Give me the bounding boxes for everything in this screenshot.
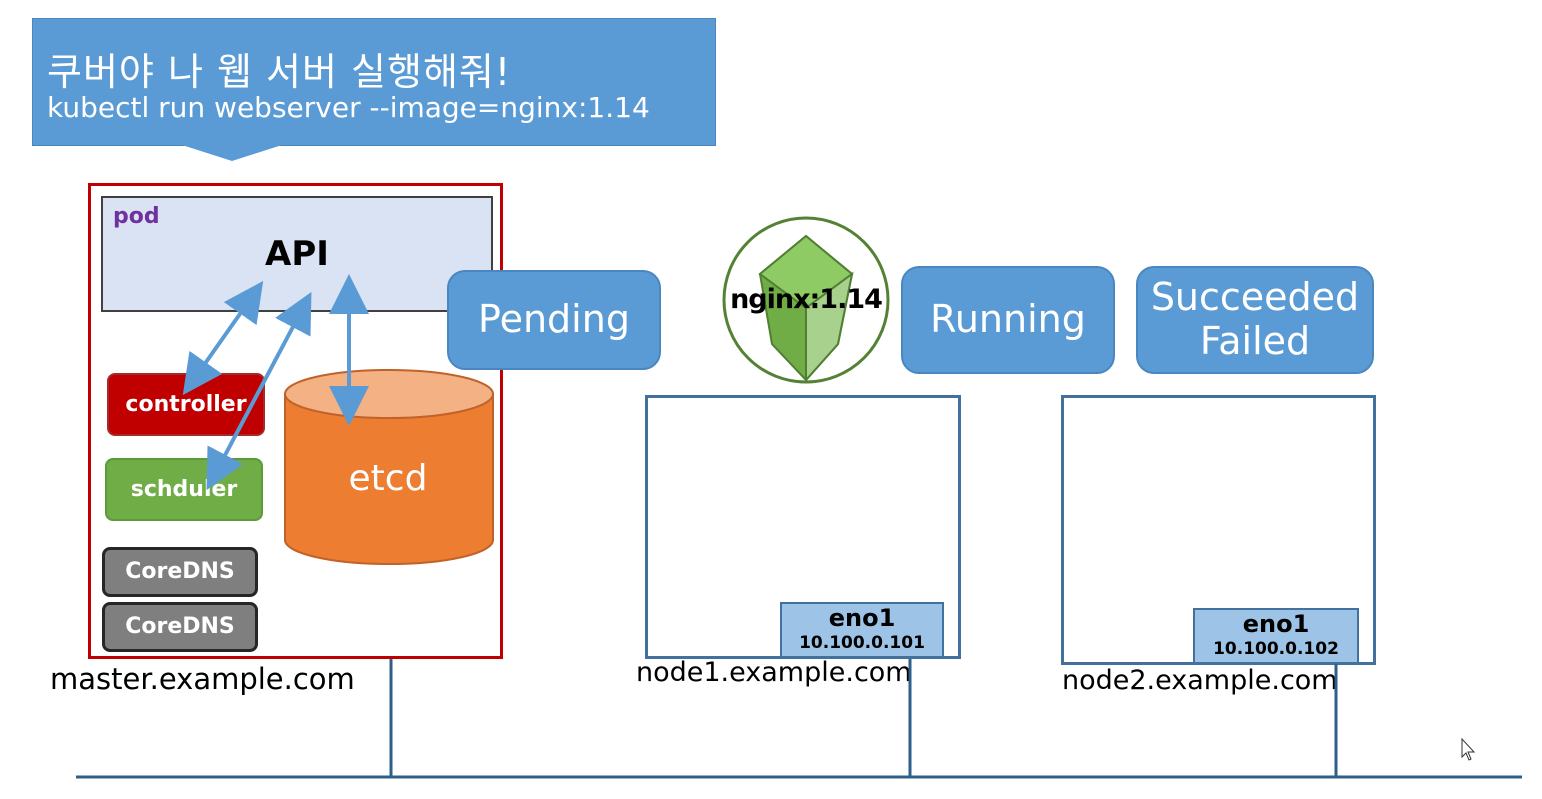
callout-tail	[182, 145, 282, 161]
node1-hostname: node1.example.com	[636, 657, 912, 688]
callout-title: 쿠버야 나 웹 서버 실행해줘!	[47, 50, 512, 94]
api-scheduler-arrow	[206, 291, 312, 491]
api-label: API	[265, 234, 329, 274]
nginx-label: nginx:1.14	[730, 284, 883, 315]
coredns-box: CoreDNS	[102, 547, 258, 597]
master-hostname: master.example.com	[50, 662, 355, 696]
network-interface: eno1 10.100.0.101	[780, 602, 944, 658]
state-succeeded-label: Succeeded	[1150, 275, 1360, 320]
state-succeeded-failed: Succeeded Failed	[1136, 266, 1374, 374]
api-controller-arrow	[182, 280, 264, 396]
etcd-label: etcd	[348, 458, 428, 499]
state-pending: Pending	[447, 270, 661, 370]
network-interface: eno1 10.100.0.102	[1193, 608, 1359, 664]
pod-label: pod	[113, 204, 160, 229]
nginx-container-icon	[722, 216, 890, 384]
interface-ip: 10.100.0.102	[1213, 639, 1339, 659]
state-pending-label: Pending	[478, 297, 630, 342]
callout-command: kubectl run webserver --image=nginx:1.14	[47, 91, 650, 124]
mouse-cursor-icon	[1461, 737, 1476, 761]
interface-name: eno1	[1242, 610, 1310, 638]
interface-name: eno1	[828, 604, 896, 632]
state-failed-label: Failed	[1199, 319, 1311, 363]
command-callout: 쿠버야 나 웹 서버 실행해줘! kubectl run webserver -…	[32, 18, 716, 146]
state-running-label: Running	[930, 297, 1086, 342]
state-running: Running	[901, 266, 1115, 374]
coredns-box: CoreDNS	[102, 602, 258, 652]
node2-hostname: node2.example.com	[1062, 665, 1338, 696]
interface-ip: 10.100.0.101	[799, 633, 925, 653]
